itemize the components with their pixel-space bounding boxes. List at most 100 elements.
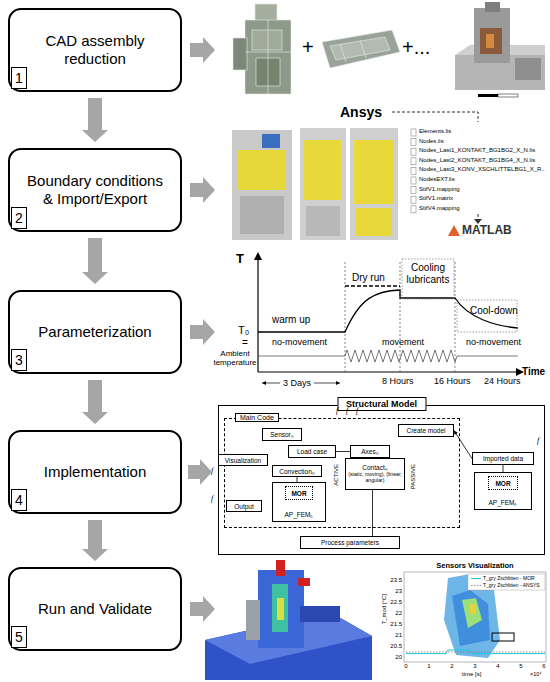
parameter-chart xyxy=(258,350,518,362)
text-label: 2 xyxy=(446,663,458,670)
text-label: 21 xyxy=(384,632,402,639)
fem-box: AP_FEMₙ MOR xyxy=(474,472,532,510)
node-label: AP_FEMₙ xyxy=(475,498,531,507)
cad-part xyxy=(252,30,282,50)
flow-arrow xyxy=(82,520,108,561)
cad-assembly xyxy=(515,58,541,80)
cad-part xyxy=(360,40,366,58)
text-label: 23 xyxy=(384,588,402,595)
text-label: 3 xyxy=(469,663,481,670)
text-label: warm up xyxy=(272,314,310,326)
parameter-chart xyxy=(258,371,518,372)
node-label: Convectionₙ xyxy=(279,467,315,476)
parameter-chart xyxy=(455,262,456,372)
mor-box: MOR xyxy=(488,476,518,490)
text-label: ACTIVE xyxy=(333,464,340,486)
legend-entry: T_gry Zschlitten - MOR xyxy=(483,576,535,581)
text-label: Time xyxy=(522,366,545,378)
cad-assembly xyxy=(474,8,510,63)
text-label: f xyxy=(336,406,338,415)
fem-render xyxy=(258,570,304,648)
node-label: Structural Model xyxy=(337,397,426,411)
flow-arrow xyxy=(188,459,212,485)
sensor-chart xyxy=(452,590,490,646)
flow-arrow-body xyxy=(82,520,108,561)
text-label: movement xyxy=(382,337,424,347)
fe-model xyxy=(232,130,292,240)
process-box: Implementation 4 xyxy=(8,430,182,514)
fe-model xyxy=(300,128,346,240)
contact-box: Contactₙ(static, moving), (linear, angul… xyxy=(345,458,405,490)
node-label: Run and Validate xyxy=(38,600,152,618)
side-arrow xyxy=(190,596,215,622)
fe-model xyxy=(356,208,392,236)
fe-model xyxy=(304,140,342,200)
node-label: 4 xyxy=(15,492,23,509)
matlab-logo xyxy=(448,225,460,236)
node-label: Boundary conditions & Import/Export xyxy=(26,172,164,208)
cad-part xyxy=(340,44,346,62)
text-label: Ansys xyxy=(340,104,382,120)
text-label: Nodes_Last3_KONV_XSCHLITTELBG1_X_R.. xyxy=(419,166,545,173)
flow-arrow-body xyxy=(82,238,108,284)
cad-assembly xyxy=(498,94,518,97)
cad-part xyxy=(233,38,247,70)
text-label: Sensors Visualization xyxy=(404,562,546,571)
fem-render xyxy=(205,560,372,680)
text-label: ×10⁴ xyxy=(530,671,542,677)
sensor-chart xyxy=(406,652,545,653)
file-icons xyxy=(411,167,416,174)
node-label: Process parameters xyxy=(321,539,379,546)
fem-render xyxy=(246,600,260,640)
fe-model xyxy=(262,134,280,148)
fem-box: AP_FEMₙ MOR xyxy=(272,482,326,522)
text-label: 0 xyxy=(400,663,412,670)
module-box: Axesₙ xyxy=(350,445,390,458)
module-box: Imported data xyxy=(472,452,534,465)
process-box: Boundary conditions & Import/Export2 xyxy=(8,148,182,232)
step-number: 1 xyxy=(11,67,27,89)
export-arrow xyxy=(392,112,478,122)
fe-model xyxy=(240,196,284,234)
cad-part xyxy=(255,4,277,22)
flow-arrow xyxy=(82,238,108,284)
fe-model xyxy=(238,150,286,190)
fe-model xyxy=(350,128,398,240)
text-label: f xyxy=(356,406,358,415)
text-label: no-movement xyxy=(466,337,521,347)
sensor-chart xyxy=(462,598,482,628)
file-icons xyxy=(411,129,416,136)
mor-box: MOR xyxy=(285,486,313,500)
file-icons xyxy=(411,129,416,213)
step-number: 4 xyxy=(11,489,27,511)
text-label: + xyxy=(302,36,314,59)
text-label: 24 Hours xyxy=(484,376,521,386)
node-label: MOR xyxy=(291,490,306,497)
node-label: Load case xyxy=(297,448,327,455)
text-label: NodesEXT.lis xyxy=(419,176,455,183)
parameter-chart xyxy=(262,381,266,385)
node-label: Implementation xyxy=(44,463,147,481)
text-label: = xyxy=(242,337,248,349)
node-label: 5 xyxy=(15,629,23,646)
file-icons xyxy=(411,158,416,165)
node-label: AP_FEMₙ xyxy=(273,510,325,519)
text-label: Nodes.lis xyxy=(419,138,444,145)
text-label: Ambient temperature xyxy=(212,349,258,367)
text-label: Dry run xyxy=(352,272,385,284)
cad-assembly xyxy=(455,2,545,97)
node-label: 2 xyxy=(15,210,23,227)
text-label: 20.5 xyxy=(384,643,402,650)
fem-render xyxy=(298,578,310,586)
text-label: Elements.lis xyxy=(419,128,451,135)
text-label: StifV1.mapping xyxy=(419,186,460,193)
file-icons xyxy=(411,177,416,184)
file-icons xyxy=(411,148,416,155)
step-number: 3 xyxy=(11,349,27,371)
text-label: 5 xyxy=(515,663,527,670)
parameter-chart xyxy=(258,290,518,332)
cad-part xyxy=(245,20,291,94)
node-label: Output xyxy=(234,503,254,510)
text-label: f xyxy=(211,494,213,503)
sensor-chart xyxy=(468,574,545,590)
